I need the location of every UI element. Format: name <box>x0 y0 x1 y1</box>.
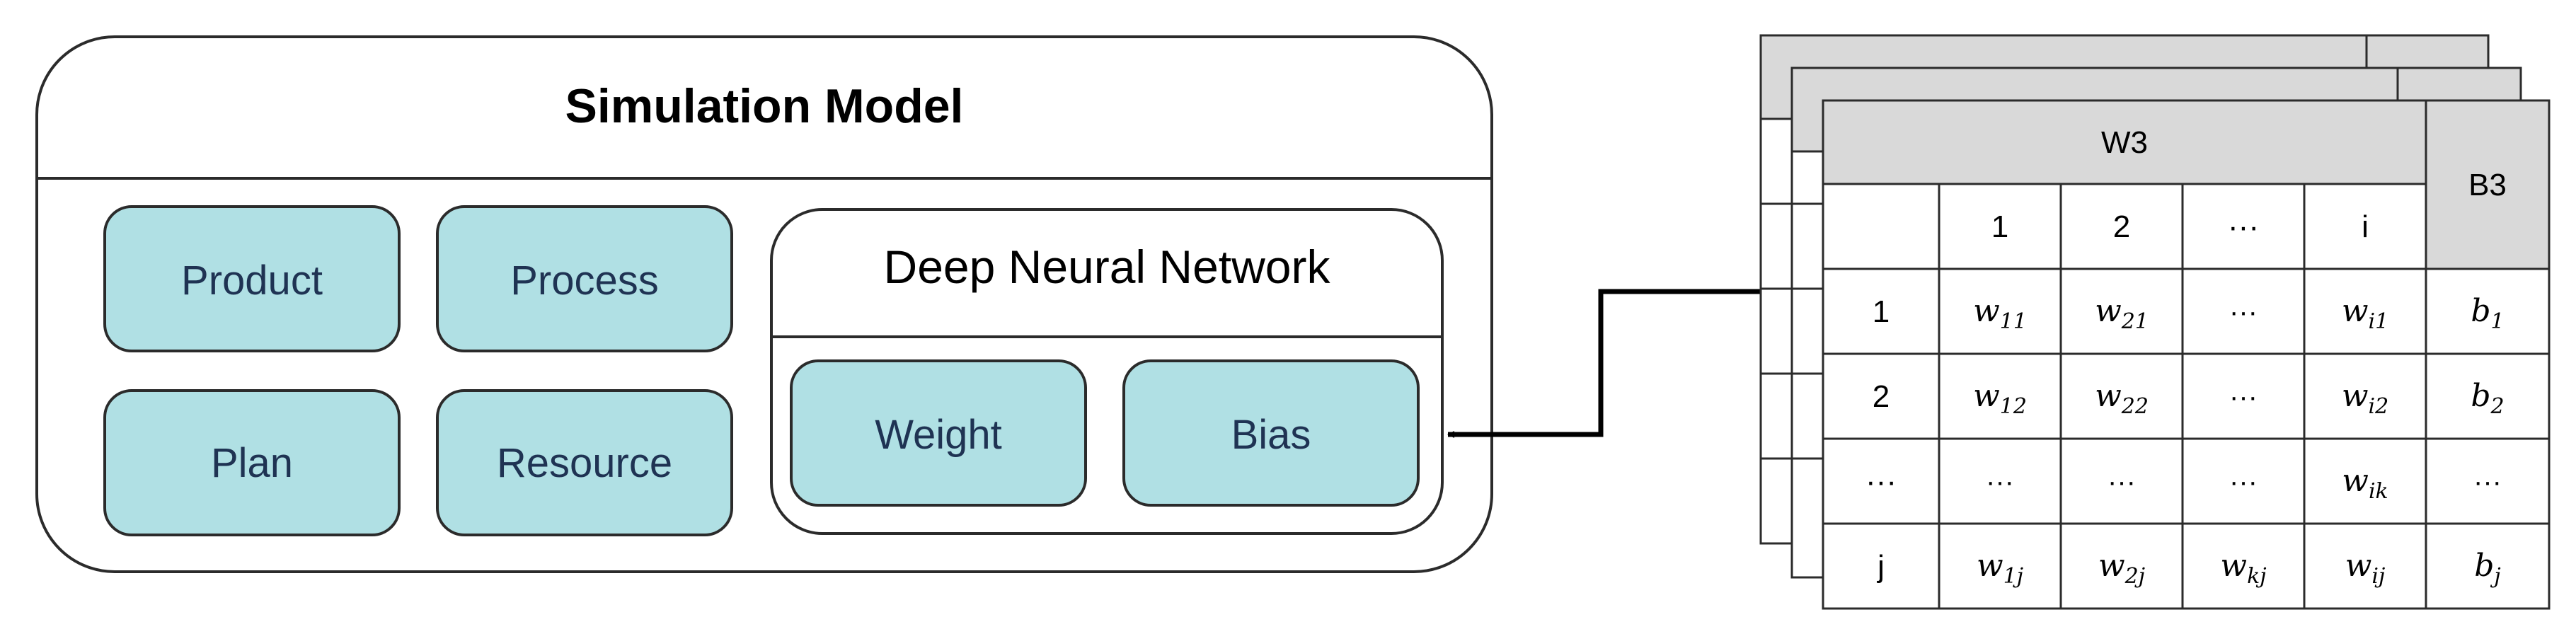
formula-base: b <box>2471 293 2490 329</box>
table-cell <box>1938 522 2062 610</box>
table-cell-formula: w2j <box>2098 548 2145 589</box>
table-cell-formula: wkj <box>2220 548 2266 589</box>
formula-base: w <box>2342 463 2369 499</box>
table-cell-text: ··· <box>2108 466 2136 497</box>
table-cell-text: ··· <box>2473 466 2502 497</box>
column-header-2: 2 <box>2113 209 2130 244</box>
formula-base: w <box>2095 293 2122 329</box>
table-cell <box>1938 352 2062 440</box>
component-resource-label: Resource <box>497 440 672 486</box>
formula-base: w <box>1973 378 2000 414</box>
table-cell-formula: wij <box>2345 548 2386 589</box>
row-label: ··· <box>1865 464 1897 499</box>
table-cell <box>2181 522 2306 610</box>
dnn-weight-box: Weight <box>790 359 1087 507</box>
component-plan: Plan <box>103 389 401 536</box>
formula-subscript: 12 <box>2000 394 2027 419</box>
simulation-model-title: Simulation Model <box>565 79 964 133</box>
formula-base: w <box>1973 293 2000 329</box>
row-label-cell <box>1822 522 1940 610</box>
table-cell-formula: w21 <box>2095 293 2149 334</box>
row-label-cell <box>1822 437 1940 525</box>
layer-stack-edges <box>1761 117 1823 460</box>
table-cell <box>2059 437 2184 525</box>
formula-subscript: 2 <box>2490 394 2505 419</box>
component-product-label: Product <box>181 258 323 304</box>
table-cell-formula: wi1 <box>2342 293 2388 334</box>
formula-base: w <box>2220 548 2247 584</box>
table-cell-formula: w11 <box>1973 293 2027 334</box>
column-header-cell <box>1822 183 1940 270</box>
b3-header-cell <box>2425 99 2551 270</box>
formula-subscript: 22 <box>2121 394 2149 419</box>
dnn-bias-label: Bias <box>1231 412 1311 458</box>
component-plan-label: Plan <box>211 440 293 486</box>
table-cell-formula: bj <box>2474 548 2500 589</box>
dnn-bias-box: Bias <box>1122 359 1420 507</box>
component-process: Process <box>436 205 733 352</box>
table-cell-text: ··· <box>2229 296 2258 328</box>
table-cell-formula: b2 <box>2471 378 2504 419</box>
table-cell-text: ··· <box>2229 381 2258 413</box>
formula-subscript: 21 <box>2121 309 2149 334</box>
dnn-weight-label: Weight <box>875 412 1001 458</box>
dnn-title: Deep Neural Network <box>884 241 1331 293</box>
formula-base: b <box>2474 548 2494 584</box>
table-cell <box>2303 352 2427 440</box>
column-header-···: ··· <box>2228 209 2259 244</box>
formula-base: w <box>2095 378 2122 414</box>
table-cell <box>2059 267 2184 355</box>
table-cell-formula: wi2 <box>2342 378 2388 419</box>
component-process-label: Process <box>510 258 659 304</box>
table-cell <box>2425 352 2551 440</box>
formula-subscript: kj <box>2247 564 2266 589</box>
w3-title: W3 <box>2101 125 2148 160</box>
component-resource: Resource <box>436 389 733 536</box>
table-cell <box>2303 267 2427 355</box>
column-header-cell <box>1938 183 2062 270</box>
formula-base: w <box>2342 378 2369 414</box>
formula-base: b <box>2471 378 2490 414</box>
table-cell <box>2181 352 2306 440</box>
column-header-1: 1 <box>1991 209 2008 244</box>
formula-subscript: 2j <box>2124 564 2145 589</box>
table-cell-text: ··· <box>2229 466 2258 497</box>
formula-subscript: 1 <box>2491 309 2505 334</box>
row-label: j <box>1876 549 1885 584</box>
formula-base: w <box>1977 548 2003 584</box>
column-header-cell <box>2059 183 2184 270</box>
b3-title: B3 <box>2468 168 2507 202</box>
table-cell <box>1938 267 2062 355</box>
formula-subscript: 1j <box>2003 564 2023 589</box>
component-product: Product <box>103 205 401 352</box>
table-cell <box>2425 522 2551 610</box>
table-cell <box>2059 352 2184 440</box>
formula-base: w <box>2098 548 2125 584</box>
table-cell <box>2303 437 2427 525</box>
table-cell-formula: w12 <box>1973 378 2027 419</box>
connector-arrow <box>1447 289 1766 438</box>
table-cell-text: ··· <box>1986 466 2014 497</box>
table-cell-formula: b1 <box>2471 293 2504 334</box>
column-header-i: i <box>2362 209 2369 244</box>
formula-subscript: ik <box>2369 479 2388 504</box>
formula-base: w <box>2342 293 2369 329</box>
formula-subscript: 11 <box>2000 309 2027 334</box>
table-cell-formula: w1j <box>1977 548 2023 589</box>
formula-subscript: ij <box>2371 564 2385 589</box>
row-label: 2 <box>1873 379 1890 414</box>
table-cell <box>2181 267 2306 355</box>
table-cell-formula: wik <box>2342 463 2388 504</box>
column-header-cell <box>2303 183 2427 270</box>
row-label: 1 <box>1873 294 1890 329</box>
table-cell-formula: w22 <box>2095 378 2149 419</box>
row-label-cell <box>1822 352 1940 440</box>
formula-base: w <box>2345 548 2372 584</box>
table-cell <box>2303 522 2427 610</box>
table-cell <box>2425 267 2551 355</box>
formula-subscript: i2 <box>2368 394 2388 419</box>
formula-subscript: i1 <box>2368 309 2388 334</box>
